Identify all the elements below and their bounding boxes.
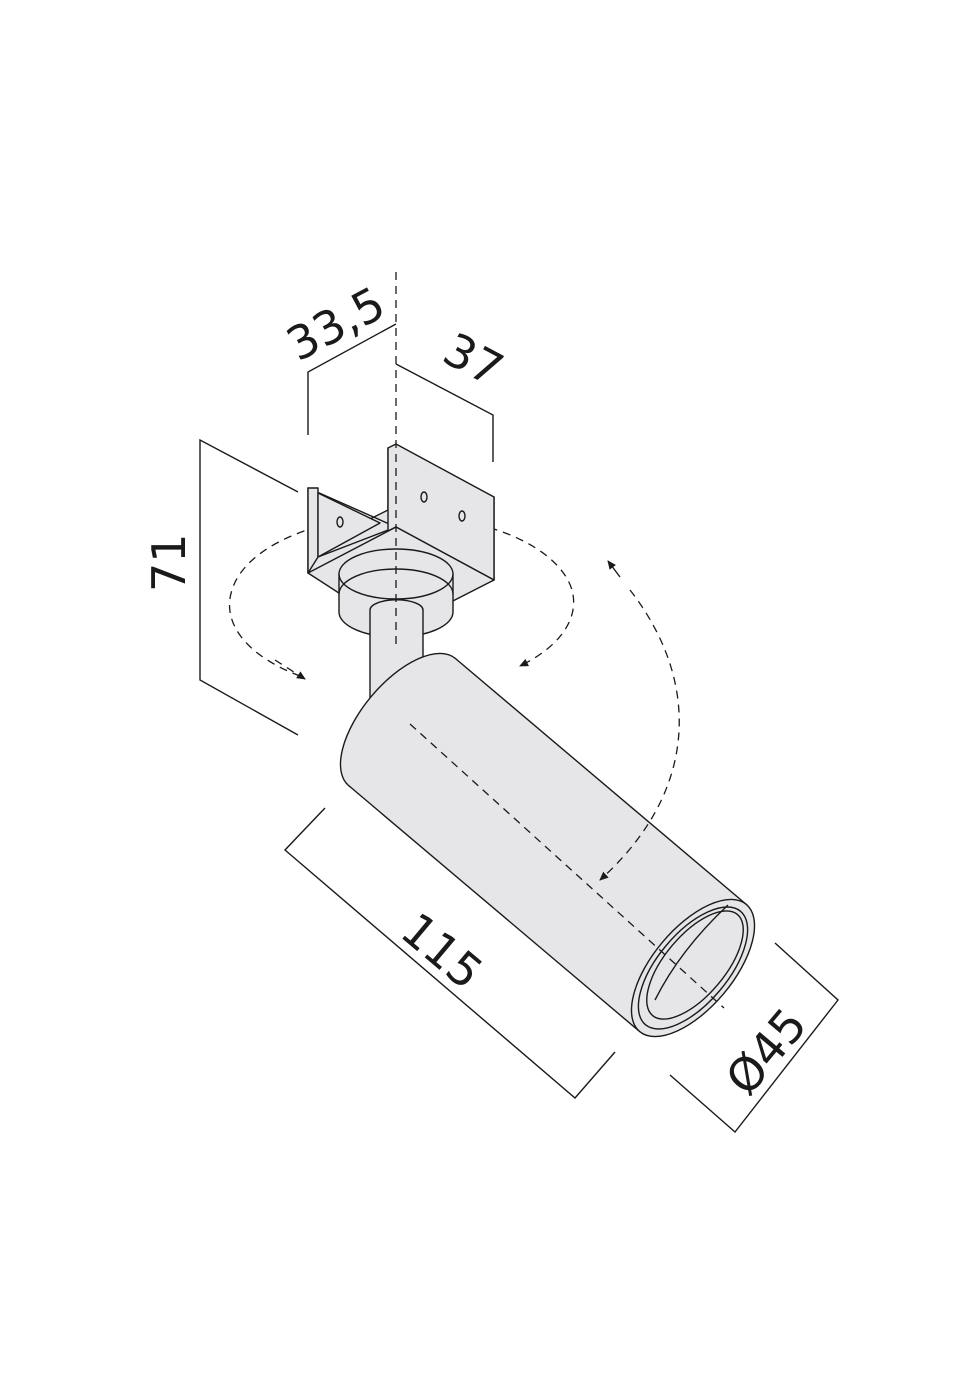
dim-line-33-5	[307, 323, 397, 435]
dim-line-37	[395, 363, 494, 462]
tilt-rotation-arrow	[599, 589, 680, 881]
dim-line-71	[199, 438, 299, 736]
dim-line-d45	[669, 942, 839, 1134]
dim-label-71: 71	[142, 533, 196, 592]
dim-label-115: 115	[391, 902, 493, 1000]
dim-label-37: 37	[435, 322, 512, 397]
dim-line-115	[283, 807, 616, 1099]
pan-rotation-arrow-start	[274, 659, 306, 680]
dim-label-d45: Ø45	[715, 998, 817, 1105]
lamp-body	[339, 652, 756, 1038]
body-axis	[409, 723, 725, 1009]
